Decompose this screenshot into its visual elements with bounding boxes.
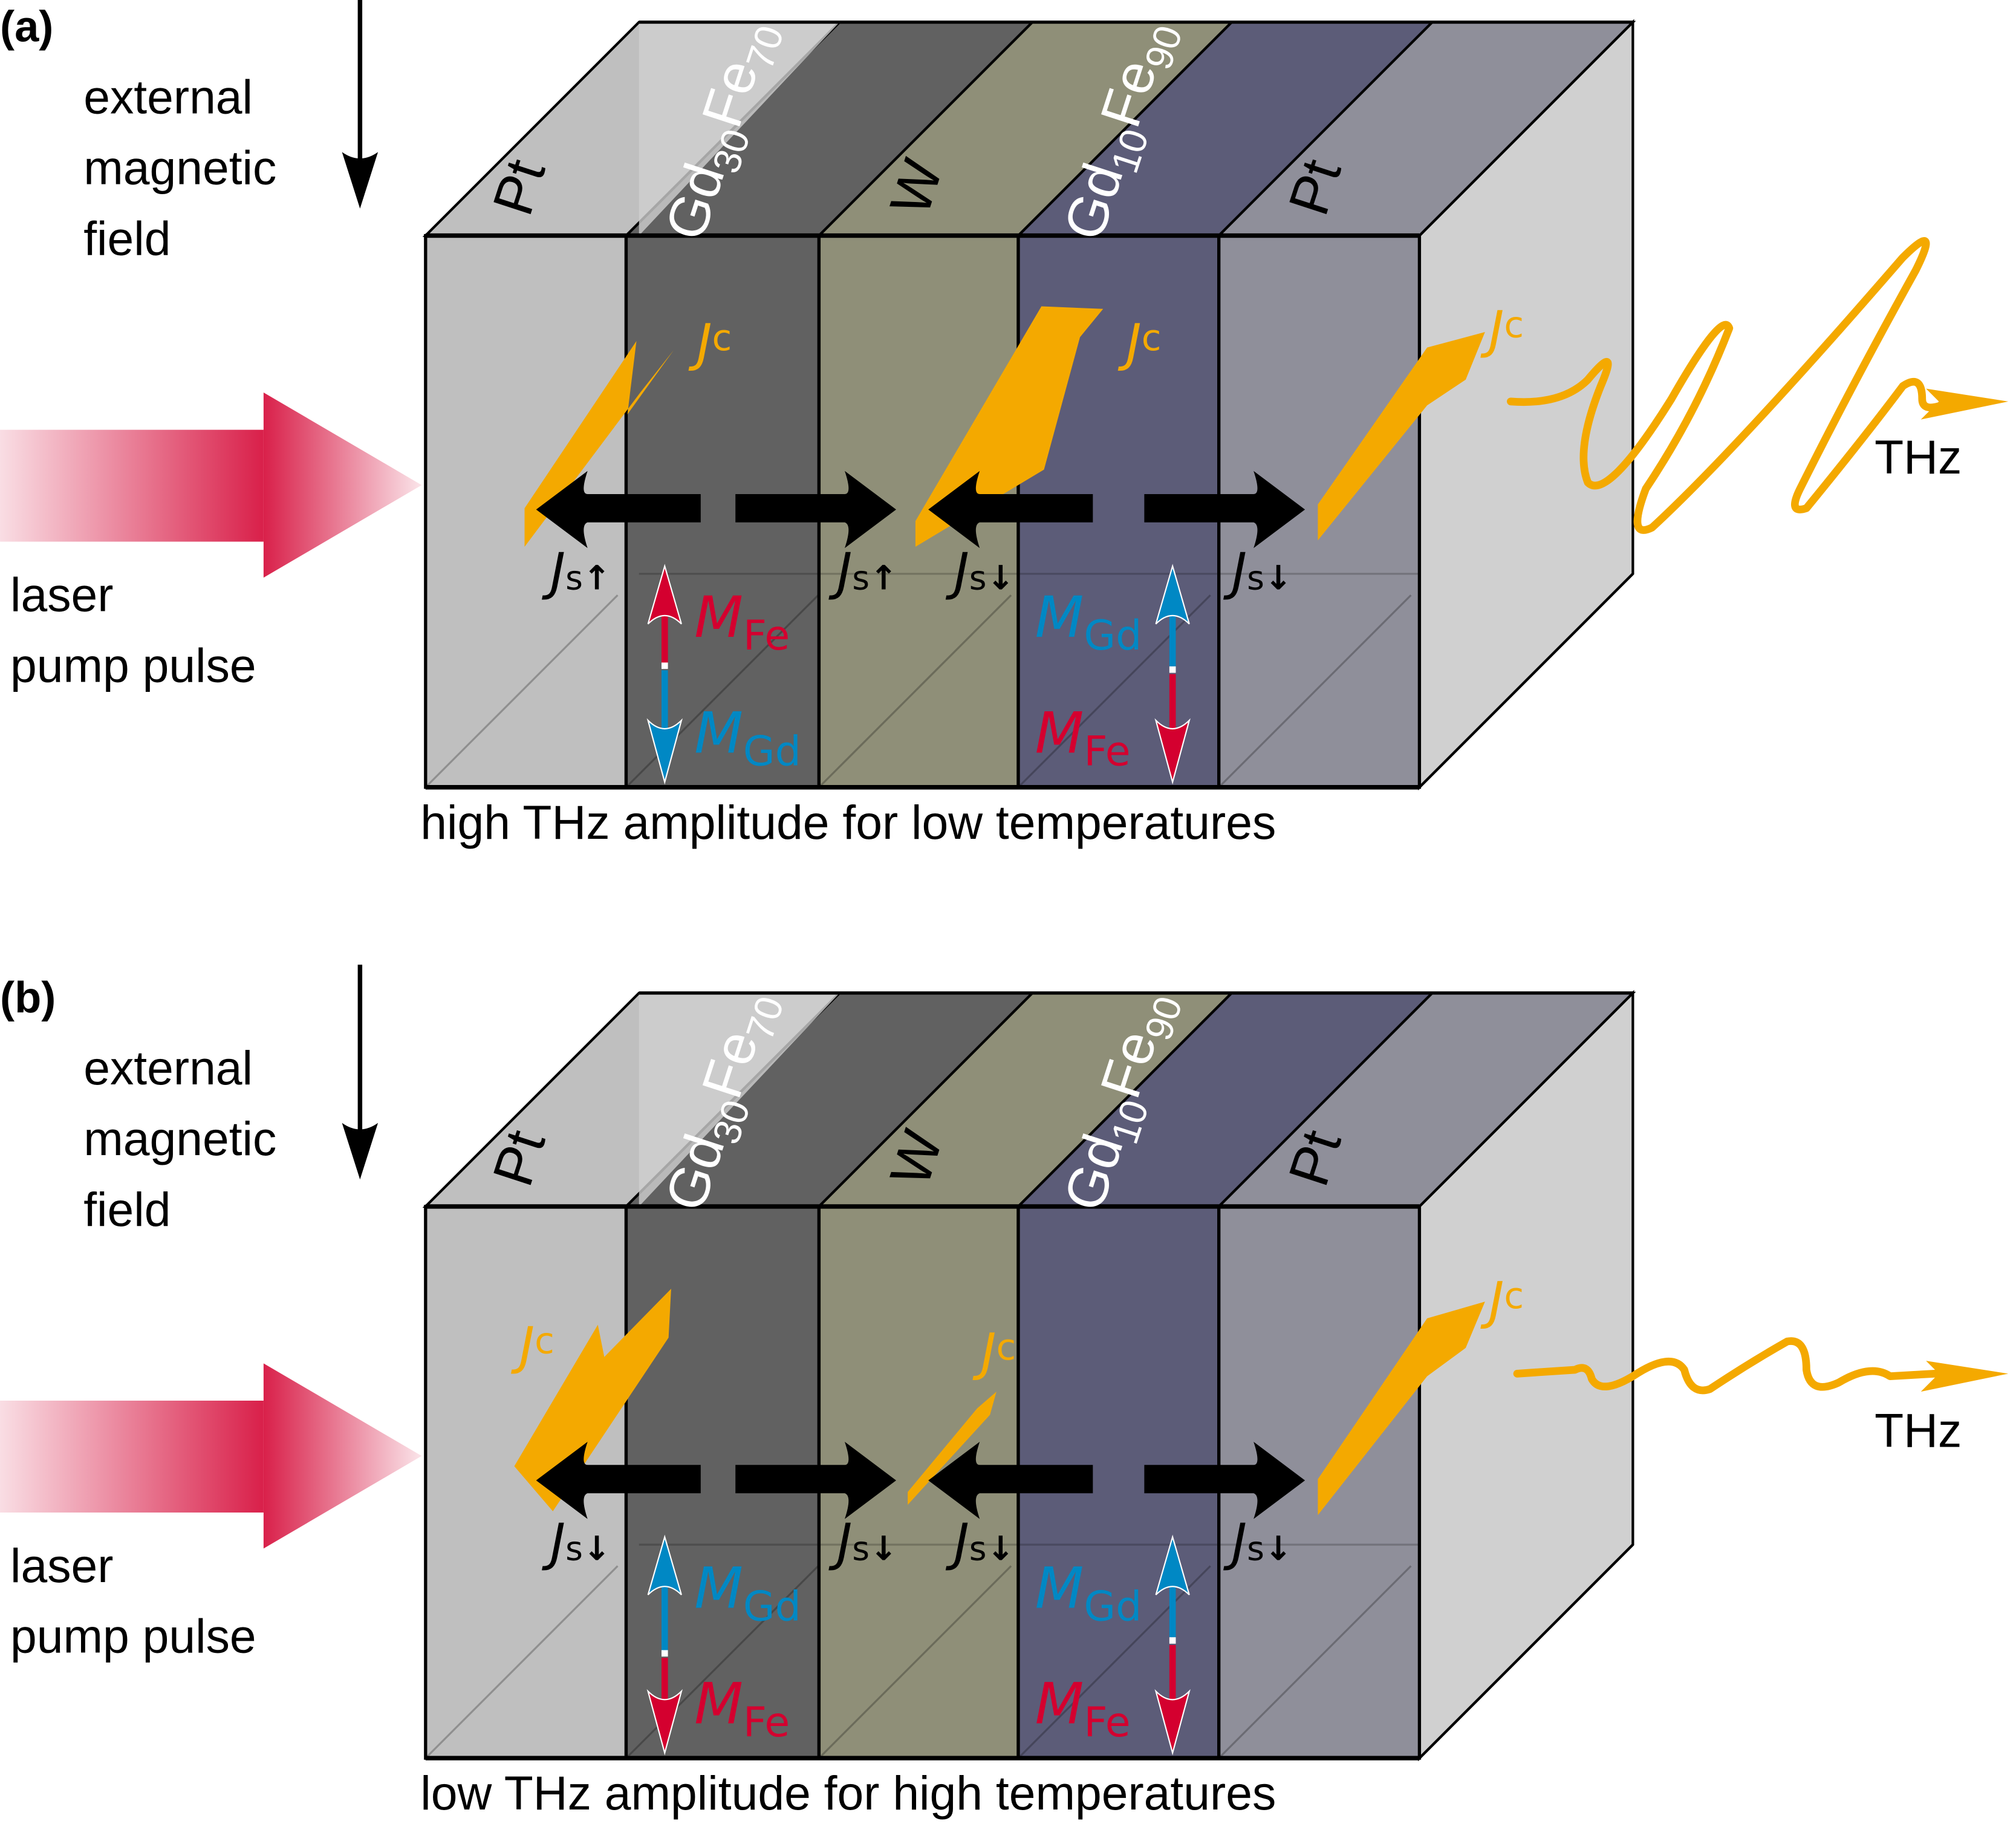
arrow-down-icon	[342, 152, 379, 209]
panel-caption: low THz amplitude for high temperatures	[420, 1767, 1276, 1820]
pt-back-wall	[639, 992, 840, 1207]
spin-current-arrow-1-right	[735, 471, 897, 549]
charge-current-arrow-3	[1318, 332, 1485, 541]
m-label-down-2: MFe	[1035, 700, 1131, 775]
external-field-label-line1: external	[83, 71, 253, 124]
thz-waveform	[1506, 237, 1946, 534]
external-field-label-line1: external	[83, 1041, 253, 1095]
laser-label-line1: laser	[10, 568, 113, 621]
m-arrow-separator	[661, 1650, 668, 1657]
m-label-up-2: MGd	[1035, 585, 1142, 660]
arrow-up-icon	[647, 1534, 682, 1595]
hidden-edge	[1218, 594, 1412, 788]
laser-pulse-arrow-head	[263, 392, 422, 578]
spin-current-arrow-1-left	[536, 1442, 701, 1519]
thz-wave: THz	[1506, 237, 2009, 534]
arrow-up-icon	[647, 564, 682, 625]
js-label-4: Js↓	[1223, 1513, 1292, 1573]
hidden-edge	[424, 1565, 619, 1759]
hidden-edge	[1017, 594, 1211, 788]
hidden-edge	[818, 1565, 1012, 1759]
arrow-down-icon	[646, 718, 683, 785]
arrow-up-icon	[1155, 1534, 1190, 1595]
laser-pulse-arrow-body	[0, 429, 264, 542]
charge-current-arrow-2	[908, 1392, 997, 1505]
charge-current-arrow-3	[1318, 1301, 1485, 1516]
m-arrow-separator	[661, 662, 668, 669]
laser-label-line2: pump pulse	[10, 1610, 256, 1663]
hidden-edge	[424, 594, 619, 788]
box-edge	[1418, 573, 1634, 789]
hidden-edge	[818, 594, 1012, 788]
spin-current-arrow-2-right	[1144, 1442, 1306, 1519]
arrow-down-icon	[646, 1689, 683, 1756]
panel-label: (a)	[0, 3, 53, 51]
spin-current-arrow-1-left	[536, 471, 701, 549]
laser-label-line2: pump pulse	[10, 639, 256, 692]
spin-current-arrow-2-right	[1144, 471, 1306, 549]
m-arrow-separator	[1169, 666, 1176, 673]
hidden-edge	[1218, 1565, 1412, 1759]
external-field-label-line3: field	[83, 212, 171, 265]
arrow-right-icon	[1920, 388, 2009, 420]
thz-label: THz	[1875, 1404, 1962, 1458]
charge-current-arrow-1	[514, 1288, 671, 1511]
external-field-label-line2: magnetic	[83, 142, 276, 195]
m-arrow-separator	[1169, 1637, 1176, 1644]
m-label-up-1: MGd	[694, 1555, 801, 1630]
spin-current-arrow-2-left	[928, 471, 1093, 549]
thz-label: THz	[1875, 431, 1962, 484]
arrow-right-icon	[1920, 1361, 2009, 1392]
arrow-down-icon	[1154, 718, 1191, 785]
spin-current-arrow-1-right	[735, 1442, 897, 1519]
m-label-down-1: MFe	[694, 1672, 790, 1747]
box-edge	[1418, 1543, 1634, 1759]
panel-label: (b)	[0, 974, 56, 1022]
laser-pulse-arrow-head	[263, 1363, 422, 1549]
external-field-label-line3: field	[83, 1183, 171, 1236]
arrow-up-icon	[1155, 564, 1190, 625]
spin-current-arrow-2-left	[928, 1442, 1093, 1519]
laser-pulse-arrow-body	[0, 1400, 264, 1513]
spin-currents: Js↓Js↓Js↓Js↓	[536, 1442, 1306, 1573]
spin-currents: Js↑Js↑Js↓Js↓	[536, 471, 1306, 602]
thz-wave: THz	[1513, 1337, 2009, 1458]
m-label-up-1: MFe	[694, 585, 790, 660]
pt-back-wall	[639, 22, 840, 236]
arrow-down-icon	[342, 1122, 379, 1180]
m-label-down-1: MGd	[694, 700, 801, 775]
external-field-label-line2: magnetic	[83, 1112, 276, 1165]
laser-label-line1: laser	[10, 1539, 113, 1592]
m-label-down-2: MFe	[1035, 1672, 1131, 1747]
panel-caption: high THz amplitude for low temperatures	[420, 796, 1276, 849]
arrow-down-icon	[1154, 1689, 1191, 1756]
thz-waveform	[1513, 1337, 1939, 1395]
hidden-edge	[1017, 1565, 1211, 1759]
m-label-up-2: MGd	[1035, 1555, 1142, 1630]
